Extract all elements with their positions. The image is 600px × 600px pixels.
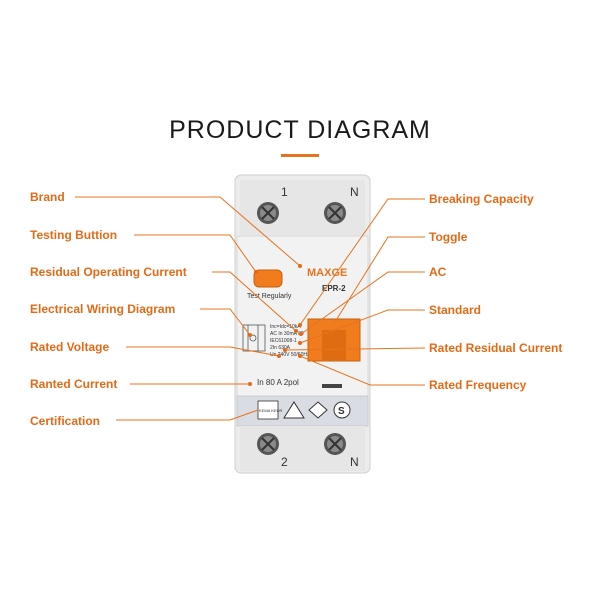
leader-line (200, 308, 251, 336)
terminal-label: N (350, 185, 359, 199)
screw-icon (324, 433, 346, 455)
s-mark-label: S (338, 406, 345, 417)
leader-line (299, 198, 425, 326)
rating-label: In 80 A 2pol (257, 378, 299, 387)
brand-logo: MAXGE (307, 267, 347, 279)
test-button-label: Test Regularly (247, 293, 292, 300)
label-brand: Brand (30, 190, 65, 204)
toggle-slot (322, 330, 346, 361)
spec-block: Inc=Idc=10kA AC In 30mA 80 IEC61008-1 2I… (270, 324, 310, 358)
leader-line (334, 236, 425, 323)
leader-line (284, 347, 426, 351)
label-breaking-capacity: Breaking Capacity (429, 192, 534, 206)
spec-line: Inc=Idc=10kA (270, 324, 301, 330)
leader-line (300, 271, 425, 335)
leader-lines-right (284, 198, 426, 386)
leader-lines-left (75, 196, 301, 421)
spec-line: Un 240V 50/60Hz (270, 352, 310, 358)
leader-line (299, 309, 425, 344)
label-rated-residual-current: Rated Residual Current (429, 341, 563, 355)
page-title: PRODUCT DIAGRAM (169, 116, 431, 144)
leader-dots-right (283, 323, 303, 358)
triangle-mark-icon (283, 401, 305, 419)
leader-dots-left (248, 264, 302, 386)
terminal-label: 2 (281, 455, 288, 469)
face-plate (236, 235, 369, 397)
label-rated-frequency: Rated Frequency (429, 378, 527, 392)
terminal-label: N (350, 455, 359, 469)
leader-line (126, 346, 280, 357)
leader-line (212, 271, 297, 332)
title-underline (281, 154, 319, 157)
spec-line: 2In 630A (270, 345, 291, 351)
label-certification: Certification (30, 414, 101, 428)
label-rated-voltage: Rated Voltage (30, 340, 110, 354)
spec-line: AC In 30mA 80 (270, 331, 304, 337)
leader-line (116, 409, 259, 421)
terminal-label: 1 (281, 185, 288, 199)
label-electrical-wiring-diagram: Electrical Wiring Diagram (30, 302, 176, 316)
screw-icon (324, 202, 346, 224)
model-label: EPR-2 (322, 284, 346, 293)
diamond-mark-icon (308, 401, 328, 419)
leader-line (134, 234, 257, 273)
spec-line: IEC61008-1 (270, 338, 297, 344)
test-button (253, 269, 283, 288)
kema-keur-label: KEMA KEUR (259, 408, 282, 413)
screw-icon (257, 433, 279, 455)
label-toggle: Toggle (429, 230, 468, 244)
leader-line (299, 355, 425, 386)
label-standard: Standard (429, 303, 482, 317)
screw-icon (257, 202, 279, 224)
leader-line (75, 196, 301, 267)
s-mark-icon (333, 401, 351, 419)
label-rated-current: Ranted Current (30, 377, 118, 391)
trip-indicator (322, 384, 342, 388)
label-testing-button: Testing Buttion (30, 228, 118, 242)
label-residual-operating-current: Residual Operating Current (30, 265, 187, 279)
label-ac: AC (429, 265, 447, 279)
